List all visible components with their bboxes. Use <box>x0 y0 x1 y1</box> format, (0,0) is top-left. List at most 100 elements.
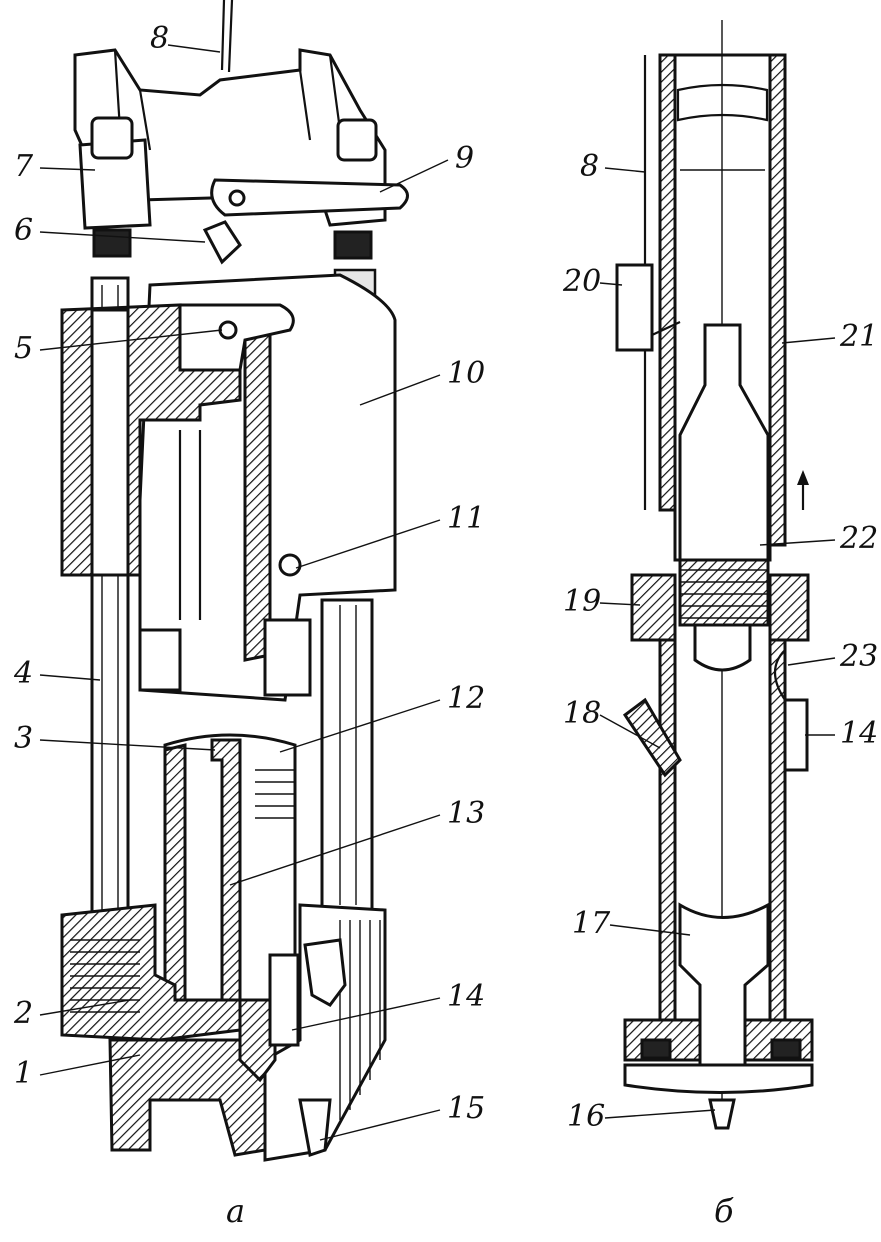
label-a-9: 9 <box>455 141 474 176</box>
label-b-21: 21 <box>839 319 878 354</box>
leader-a-10 <box>359 374 441 406</box>
coupling-left <box>630 573 677 642</box>
weight-tip <box>693 623 752 672</box>
leader-a-13 <box>229 814 441 886</box>
base-plate <box>623 1063 814 1094</box>
label-b-16: 16 <box>567 1099 605 1134</box>
top-slot <box>178 303 295 372</box>
second-rod-shading <box>339 605 357 905</box>
caption-figure-a: а <box>226 1192 245 1230</box>
leader-a-1 <box>39 1054 141 1076</box>
tag-wire <box>651 321 681 336</box>
thread-2 <box>70 939 140 1013</box>
leader-b-22 <box>759 539 836 546</box>
tube-wall-left-upper <box>658 53 677 512</box>
label-b-19: 19 <box>563 584 601 619</box>
top-frame-edges <box>113 49 342 151</box>
leader-b-17 <box>609 924 691 936</box>
leader-b-19 <box>599 602 641 606</box>
piston-rings <box>255 769 295 819</box>
second-rod <box>320 598 374 912</box>
leader-b-8 <box>604 167 646 173</box>
leader-a-14 <box>291 997 441 1031</box>
figure-a-device <box>60 0 409 1162</box>
label-b-18: 18 <box>563 696 601 731</box>
guide-rod-through-housing <box>90 308 130 577</box>
bushing-right-bottom <box>333 230 373 260</box>
labels-figure-a: 8 7 9 6 5 10 11 4 3 12 13 2 14 1 15 <box>13 21 485 1126</box>
leader-a-5 <box>39 329 223 351</box>
label-a-13: 13 <box>447 796 485 831</box>
label-a-8: 8 <box>150 21 169 56</box>
side-port-18 <box>622 697 682 778</box>
leader-a-6 <box>39 231 206 243</box>
tube-top-collar <box>676 83 769 122</box>
figure-a-leaders <box>39 44 449 1141</box>
pin-5 <box>218 320 238 340</box>
label-a-2: 2 <box>13 996 33 1031</box>
lever-arm <box>210 178 409 217</box>
leader-b-23 <box>787 657 836 666</box>
lever-pivot <box>228 189 246 207</box>
seal-right <box>770 1038 802 1060</box>
needle-14 <box>268 953 300 1047</box>
leader-a-12 <box>279 699 441 753</box>
side-slot-23 <box>773 649 786 701</box>
tip-16 <box>708 1098 736 1130</box>
inner-edges <box>178 430 372 900</box>
label-a-4: 4 <box>13 656 33 691</box>
label-b-14: 14 <box>840 716 878 751</box>
seal-left <box>640 1038 672 1060</box>
bushing-right-top <box>336 118 378 162</box>
figure-b-leaders <box>599 167 836 1119</box>
leader-a-9 <box>379 159 449 193</box>
label-a-15: 15 <box>447 1091 485 1126</box>
label-a-1: 1 <box>14 1056 33 1091</box>
leader-a-4 <box>39 674 101 681</box>
hook <box>202 220 242 265</box>
tag-20 <box>615 263 654 352</box>
leader-a-11 <box>295 519 441 569</box>
label-a-12: 12 <box>447 681 485 716</box>
bushing-left-bottom <box>92 228 132 258</box>
direction-arrow-icon <box>797 470 809 485</box>
label-b-22: 22 <box>839 521 878 556</box>
label-a-5: 5 <box>14 331 33 366</box>
tube-wall-right-upper <box>768 53 787 547</box>
label-b-20: 20 <box>562 264 601 299</box>
label-b-8: 8 <box>580 149 599 184</box>
leader-a-2 <box>39 999 131 1016</box>
leader-b-20 <box>599 282 623 286</box>
leader-b-21 <box>781 337 836 344</box>
bushing-left-top <box>90 116 134 160</box>
clip-14 <box>783 698 809 772</box>
label-b-23: 23 <box>839 639 878 674</box>
label-a-11: 11 <box>447 501 485 536</box>
housing-foot-left <box>138 628 182 692</box>
tip-15 <box>298 1098 332 1157</box>
tube-wall-left-lower <box>658 638 677 1022</box>
label-a-6: 6 <box>14 213 33 248</box>
label-a-10: 10 <box>447 356 485 391</box>
weight-thread <box>678 558 770 627</box>
leader-b-18 <box>599 714 661 749</box>
weight-thread-lines <box>680 569 768 619</box>
cable-a <box>220 0 234 73</box>
coupling-right <box>768 573 810 642</box>
labels-figure-b: 8 20 21 22 19 23 18 14 17 16 <box>562 149 878 1134</box>
figure-b-device <box>615 20 814 1130</box>
leader-a-7 <box>39 167 96 171</box>
label-a-7: 7 <box>14 149 34 184</box>
leader-a-3 <box>39 739 216 751</box>
label-a-14: 14 <box>447 979 485 1014</box>
clamp <box>303 938 347 1007</box>
leader-a-15 <box>319 1109 441 1141</box>
base-section-left <box>60 903 242 1042</box>
leader-b-16 <box>604 1109 716 1119</box>
caption-figure-b: б <box>714 1192 734 1230</box>
piston-wall-left <box>163 743 187 1002</box>
housing-foot-right <box>263 618 312 697</box>
label-b-17: 17 <box>572 906 611 941</box>
